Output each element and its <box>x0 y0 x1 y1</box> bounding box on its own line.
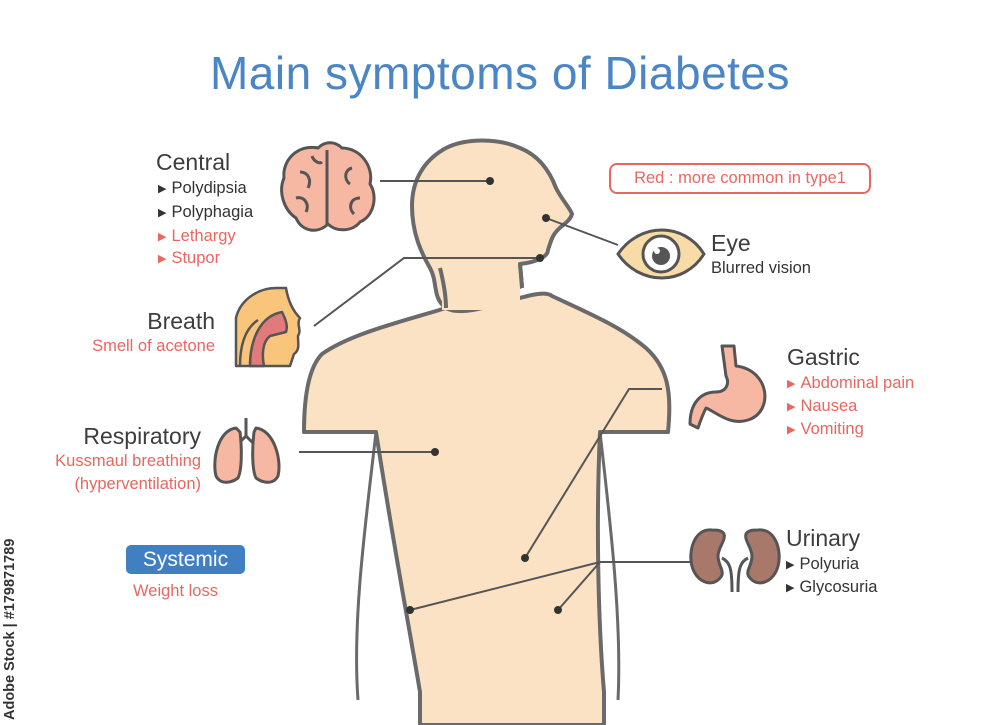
urinary-item-glycosuria: ▶Glycosuria <box>786 578 878 596</box>
eye-icon <box>616 228 706 280</box>
breath-detail: Smell of acetone <box>92 337 215 355</box>
right-arm-line <box>598 431 621 701</box>
legend-type1: Red : more common in type1 <box>609 163 871 194</box>
neck-right <box>518 263 524 289</box>
leader-lines <box>299 180 690 611</box>
gastric-item-nausea: ▶Nausea <box>787 397 858 415</box>
leader-dots <box>406 177 562 614</box>
body-silhouette <box>302 138 672 725</box>
left-arm-line <box>355 431 378 701</box>
lungs-icon <box>213 418 281 484</box>
page-title: Main symptoms of Diabetes <box>209 47 791 99</box>
systemic-detail: Weight loss <box>133 582 218 600</box>
label-eye: Eye <box>711 230 751 256</box>
watermark: Adobe Stock | #179871789 <box>2 538 18 720</box>
neck-left <box>438 267 448 309</box>
label-respiratory: Respiratory <box>83 423 201 449</box>
respiratory-detail-2: (hyperventilation) <box>74 475 201 493</box>
eye-detail: Blurred vision <box>711 259 811 277</box>
central-item-lethargy: ▶Lethargy <box>158 227 236 245</box>
central-item-polydipsia: ▶Polydipsia <box>158 179 247 197</box>
respiratory-detail-1: Kussmaul breathing <box>55 452 201 470</box>
gastric-item-vomiting: ▶Vomiting <box>787 420 864 438</box>
label-gastric: Gastric <box>787 344 860 370</box>
neck-fill <box>442 270 520 310</box>
label-central: Central <box>156 149 231 175</box>
central-item-stupor: ▶Stupor <box>158 249 221 267</box>
central-item-polyphagia: ▶Polyphagia <box>158 203 254 221</box>
brain-icon <box>280 141 376 232</box>
stomach-icon <box>688 344 767 430</box>
gastric-item-abdominal-pain: ▶Abdominal pain <box>787 374 915 392</box>
label-breath: Breath <box>147 308 215 334</box>
kidneys-icon <box>689 528 781 593</box>
breath-icon <box>234 286 302 368</box>
urinary-item-polyuria: ▶Polyuria <box>786 555 860 573</box>
systemic-badge: Systemic <box>126 545 245 574</box>
label-urinary: Urinary <box>786 525 861 551</box>
